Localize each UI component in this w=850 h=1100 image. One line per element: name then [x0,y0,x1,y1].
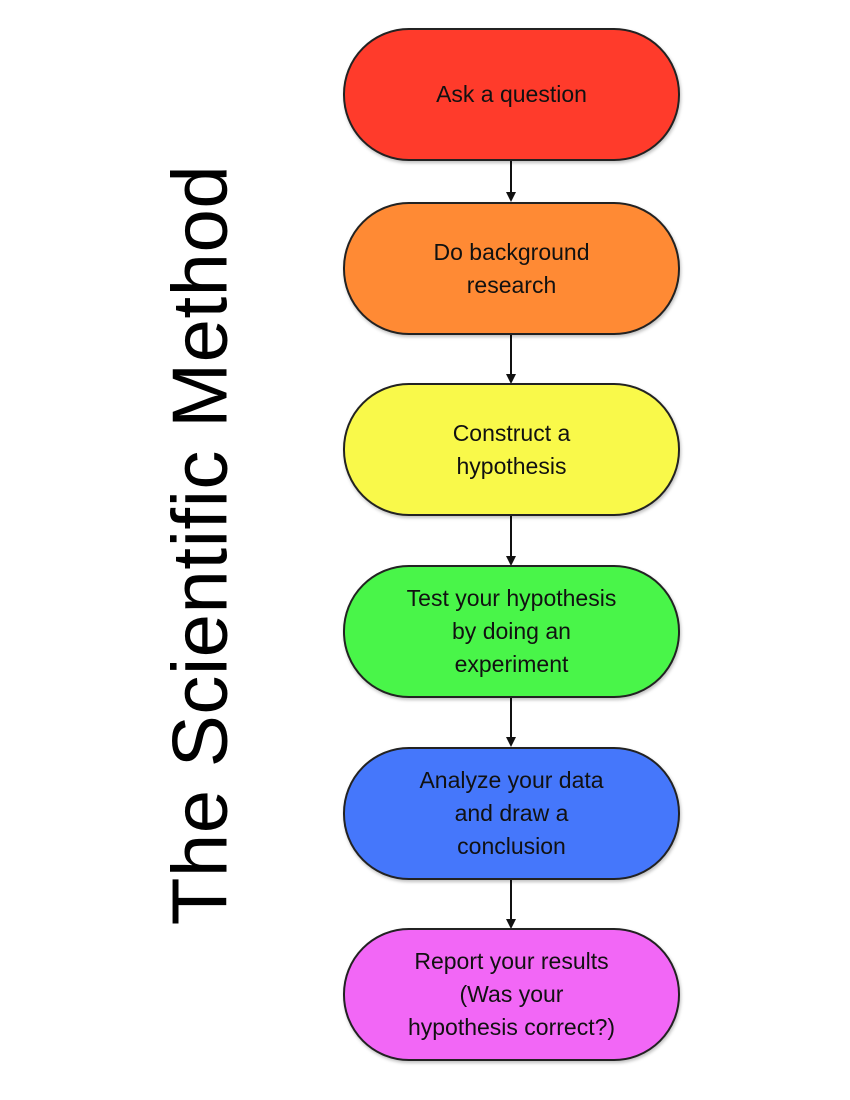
step-report-results: Report your results (Was your hypothesis… [343,928,680,1061]
step-construct-hypothesis: Construct a hypothesis [343,383,680,516]
step-label: Analyze your data and draw a conclusion [419,767,604,859]
step-ask-question: Ask a question [343,28,680,161]
step-background-research: Do background research [343,202,680,335]
step-analyze-data: Analyze your data and draw a conclusion [343,747,680,880]
step-test-hypothesis: Test your hypothesis by doing an experim… [343,565,680,698]
step-label: Construct a hypothesis [452,419,571,479]
step-label: Do background research [433,238,590,298]
step-label: Report your results (Was your hypothesis… [407,948,616,1040]
step-label: Test your hypothesis by doing an experim… [406,585,617,677]
step-label: Ask a question [436,81,587,107]
